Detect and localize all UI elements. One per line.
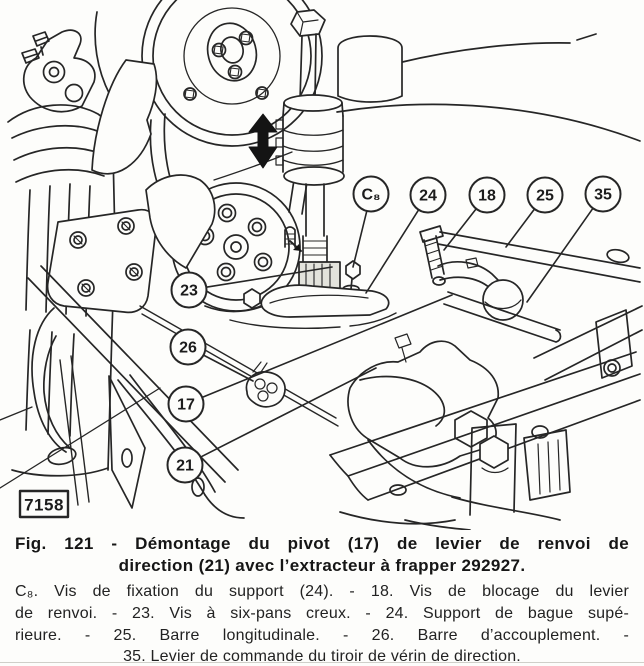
callout-label-21: 21	[176, 458, 194, 475]
pulleys	[142, 0, 322, 311]
steering-linkage	[0, 226, 640, 524]
caption-body-line-1: C₈. Vis de fixation du support (24). - 1…	[15, 583, 629, 600]
callout-circle-18	[470, 178, 505, 213]
bodywork-lines	[214, 34, 640, 180]
callout-circle-25	[528, 178, 563, 213]
callout-leader-17	[202, 295, 452, 397]
hammer-motion-arrow	[249, 114, 277, 168]
callout-circle-C₈	[354, 177, 389, 212]
callout-label-25: 25	[536, 188, 554, 205]
caption-body-line-4: 35. Levier de commande du tiroir de véri…	[123, 648, 521, 666]
callout-leader-24	[366, 210, 419, 293]
caption-title-line-1: Fig. 121 - Démontage du pivot (17) de le…	[15, 534, 629, 553]
page-bottom-edge	[0, 662, 644, 663]
callout-label-24: 24	[419, 188, 437, 205]
callout-leader-35	[527, 208, 593, 302]
chassis-frame	[330, 306, 642, 530]
plate-number: 7158	[24, 496, 64, 515]
callout-label-17: 17	[177, 397, 195, 414]
caption-title-line-2: direction (21) avec l’extracteur à frapp…	[118, 556, 526, 575]
callout-leader-21	[201, 368, 376, 457]
extractor-tool	[230, 10, 402, 328]
figure-caption-legend: C₈. Vis de fixation du support (24). - 1…	[15, 581, 629, 666]
callout-leader-23	[206, 267, 332, 287]
figure-121-line-art: C₈ 24 18 25 35 23 26 17 21 7158	[0, 0, 644, 530]
figure-caption: Fig. 121 - Démontage du pivot (17) de le…	[0, 533, 644, 666]
callout-label-18: 18	[478, 188, 496, 205]
callout-leader-C₈	[353, 211, 367, 267]
figure-caption-title: Fig. 121 - Démontage du pivot (17) de le…	[15, 533, 629, 577]
callout-circle-21	[168, 448, 203, 483]
callout-circle-35	[586, 177, 621, 212]
fan-blades	[92, 60, 215, 268]
caption-body-line-2: de renvoi. - 23. Vis à six-pans creux. -…	[15, 604, 629, 622]
callout-label-C₈: C₈	[361, 187, 380, 204]
callout-circle-23	[172, 273, 207, 308]
callout-label-35: 35	[594, 187, 612, 204]
callouts-layer: C₈ 24 18 25 35 23 26 17 21	[168, 177, 621, 483]
engine-block	[8, 12, 156, 476]
callout-label-26: 26	[179, 340, 197, 357]
callout-circle-24	[411, 178, 446, 213]
callout-circle-26	[171, 330, 206, 365]
callout-leader-25	[506, 209, 535, 247]
callout-leader-26	[204, 355, 253, 381]
plate-number-box: 7158	[20, 491, 68, 517]
callout-label-23: 23	[180, 283, 198, 300]
callout-leader-18	[444, 209, 476, 250]
callout-circle-17	[169, 387, 204, 422]
caption-body-line-3: rieure. - 25. Barre longitudinale. - 26.…	[15, 626, 629, 644]
